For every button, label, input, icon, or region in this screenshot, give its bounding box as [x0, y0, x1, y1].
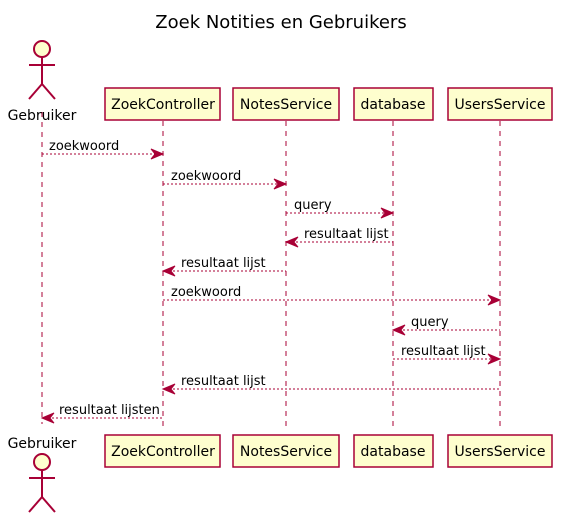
- participant-label-usersservice-bottom: UsersService: [455, 444, 546, 460]
- message-2: zoekwoord: [163, 169, 288, 190]
- participant-label-usersservice-top: UsersService: [455, 97, 546, 113]
- participant-label-database-top: database: [361, 97, 426, 113]
- participant-label-gebruiker-bottom: Gebruiker: [8, 436, 77, 452]
- message-3: query: [286, 198, 395, 219]
- message-label: resultaat lijst: [181, 256, 266, 271]
- participant-box-zoekcontroller-bottom: [104, 434, 221, 468]
- participant-box-zoekcontroller-top: [104, 87, 221, 121]
- participant-label-gebruiker-top: Gebruiker: [8, 108, 77, 124]
- message-7: query: [391, 315, 500, 336]
- message-label: resultaat lijst: [304, 227, 389, 242]
- participant-label-zoekcontroller-bottom: ZoekController: [111, 444, 215, 460]
- participant-label-notesservice-bottom: NotesService: [240, 444, 332, 460]
- participant-label-zoekcontroller-top: ZoekController: [111, 97, 215, 113]
- participant-box-usersservice-bottom: [447, 434, 553, 468]
- message-9: resultaat lijst: [161, 374, 500, 395]
- message-label: zoekwoord: [171, 169, 241, 184]
- message-label: resultaat lijst: [401, 344, 486, 359]
- message-label: query: [411, 315, 449, 330]
- message-label: resultaat lijsten: [59, 403, 160, 418]
- message-5: resultaat lijst: [161, 256, 286, 277]
- message-label: resultaat lijst: [181, 374, 266, 389]
- message-10: resultaat lijsten: [40, 403, 163, 424]
- message-1: zoekwoord: [42, 139, 165, 160]
- diagram-title: Zoek Notities en Gebruikers: [155, 12, 406, 33]
- message-8: resultaat lijst: [393, 344, 502, 365]
- message-4: resultaat lijst: [284, 227, 393, 248]
- message-label: zoekwoord: [49, 139, 119, 154]
- message-6: zoekwoord: [163, 285, 502, 306]
- participant-box-notesservice-bottom: [232, 434, 340, 468]
- participant-box-database-bottom: [353, 434, 434, 468]
- message-label: query: [294, 198, 332, 213]
- participant-box-usersservice-top: [447, 87, 553, 121]
- participant-label-notesservice-top: NotesService: [240, 97, 332, 113]
- participant-box-database-top: [353, 87, 434, 121]
- actor-gebruiker-top: [28, 40, 56, 100]
- message-label: zoekwoord: [171, 285, 241, 300]
- participant-label-database-bottom: database: [361, 444, 426, 460]
- actor-gebruiker-bottom: [28, 453, 56, 513]
- participant-box-notesservice-top: [232, 87, 340, 121]
